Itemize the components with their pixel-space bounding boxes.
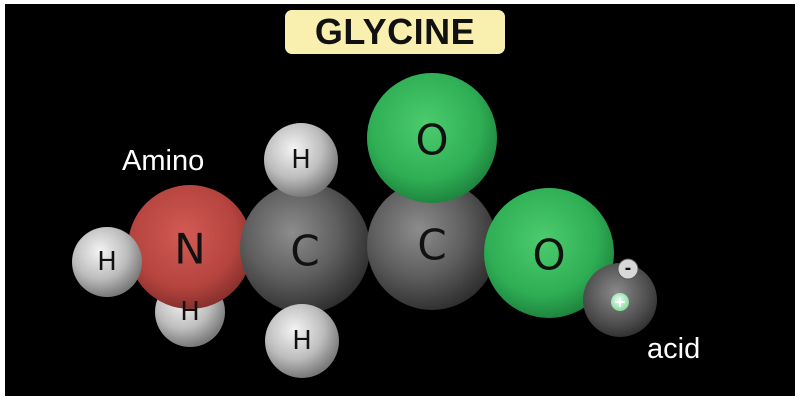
hydrogen-ion: + -	[583, 258, 657, 337]
atom-h-bottom-n-label: H	[180, 297, 200, 327]
atom-h-left-label: H	[97, 247, 117, 277]
atom-o-right-label: O	[532, 231, 565, 280]
atom-o-top: O	[367, 73, 497, 203]
atom-h-top: H	[264, 123, 338, 197]
atom-c-carboxyl-label: C	[417, 221, 446, 270]
negative-charge-label: -	[625, 259, 632, 278]
amino-label: Amino	[122, 145, 205, 177]
atom-n	[128, 185, 252, 309]
atom-h-top-label: H	[291, 145, 311, 175]
atom-h-bottom-c-label: H	[292, 326, 312, 356]
atom-o-right	[484, 188, 614, 318]
atom-c-alpha-label: C	[290, 227, 319, 276]
atom-h-bottom-c: H	[265, 304, 339, 378]
acid-label: acid	[647, 333, 701, 365]
page-title: GLYCINE	[285, 10, 505, 54]
atom-o-top-label: O	[415, 116, 448, 165]
atom-n-label: N	[174, 225, 205, 274]
positive-charge-label: +	[614, 293, 627, 311]
atom-c-carboxyl	[367, 180, 497, 310]
atom-c-alpha	[240, 183, 370, 313]
atom-h-left: H	[72, 227, 142, 297]
